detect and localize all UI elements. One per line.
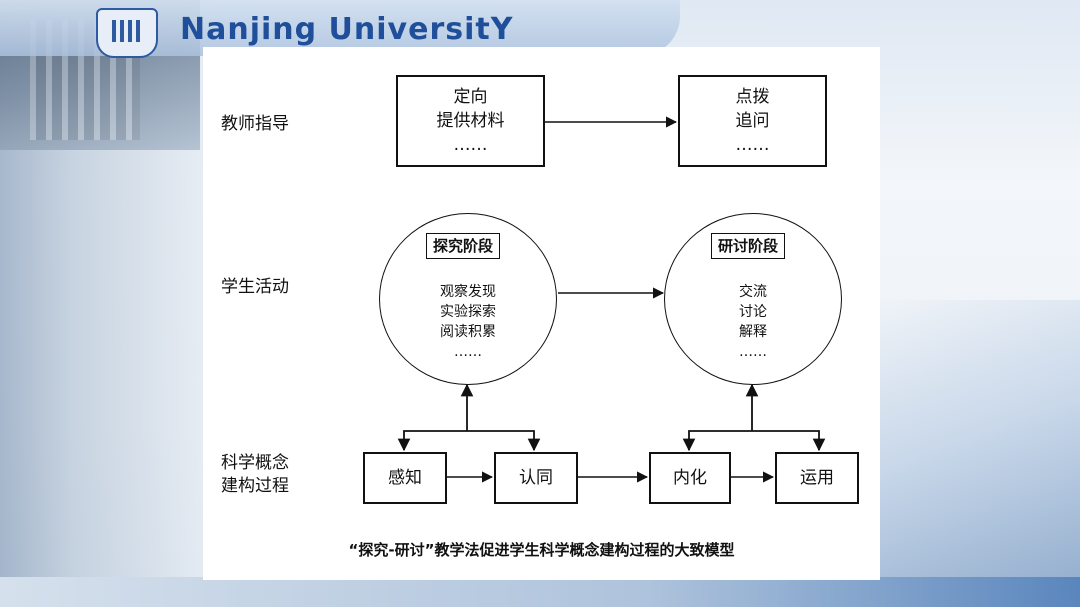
- university-logo-icon: [96, 8, 158, 58]
- header-banner: Nanjing UniversitY: [0, 0, 680, 58]
- stage-inquiry-line-2: 实验探索: [440, 304, 496, 320]
- stage-lines-inquiry: 观察发现 实验探索 阅读积累 ……: [380, 282, 556, 362]
- stage-circle-discussion: 研讨阶段 交流 讨论 解释 ……: [664, 213, 842, 385]
- teacher-box-1-line-3: ……: [453, 135, 488, 155]
- diagram-caption: “探究-研讨”教学法促进学生科学概念建构过程的大致模型: [348, 541, 735, 559]
- row-label-teacher: 教师指导: [221, 114, 289, 134]
- teacher-box-1-line-2: 提供材料: [436, 111, 505, 131]
- concept-step-accept: 认同: [494, 452, 578, 504]
- teacher-box-2-line-3: ……: [735, 135, 770, 155]
- concept-step-internalize: 内化: [649, 452, 731, 504]
- stage-inquiry-line-4: ……: [454, 344, 482, 360]
- bracket-right: [688, 430, 820, 450]
- concept-step-perceive: 感知: [363, 452, 447, 504]
- university-name: Nanjing UniversitY: [180, 12, 514, 47]
- teacher-box-guidance: 点拨 追问 ……: [678, 75, 827, 167]
- row-label-concept-line-1: 科学概念: [221, 453, 289, 473]
- background-right-decoration: [870, 300, 1080, 607]
- diagram-panel: 教师指导 学生活动 科学概念 建构过程 定向 提供材料 …… 点拨: [203, 47, 880, 580]
- stage-discussion-line-3: 解释: [739, 324, 767, 340]
- stage-lines-discussion: 交流 讨论 解释 ……: [665, 282, 841, 362]
- stage-title-inquiry: 探究阶段: [426, 233, 501, 259]
- teacher-box-2-line-1: 点拨: [735, 87, 770, 107]
- stage-discussion-line-4: ……: [739, 344, 767, 360]
- background-bottom-band: [0, 577, 1080, 607]
- row-label-concept-line-2: 建构过程: [221, 476, 289, 496]
- teacher-box-orientation: 定向 提供材料 ……: [396, 75, 545, 167]
- stage-circle-inquiry: 探究阶段 观察发现 实验探索 阅读积累 ……: [379, 213, 557, 385]
- stage-discussion-line-2: 讨论: [739, 304, 767, 320]
- stage-title-discussion: 研讨阶段: [711, 233, 786, 259]
- concept-step-apply: 运用: [775, 452, 859, 504]
- stage-inquiry-line-1: 观察发现: [440, 284, 496, 300]
- stage-discussion-line-1: 交流: [739, 284, 767, 300]
- row-label-concept: 科学概念 建构过程: [221, 452, 289, 498]
- connector-arrows: [397, 116, 826, 483]
- teacher-box-1-line-1: 定向: [453, 87, 488, 107]
- teacher-box-2-line-2: 追问: [735, 111, 770, 131]
- row-label-student: 学生活动: [221, 277, 289, 297]
- bracket-left: [403, 430, 535, 450]
- stage-inquiry-line-3: 阅读积累: [440, 324, 496, 340]
